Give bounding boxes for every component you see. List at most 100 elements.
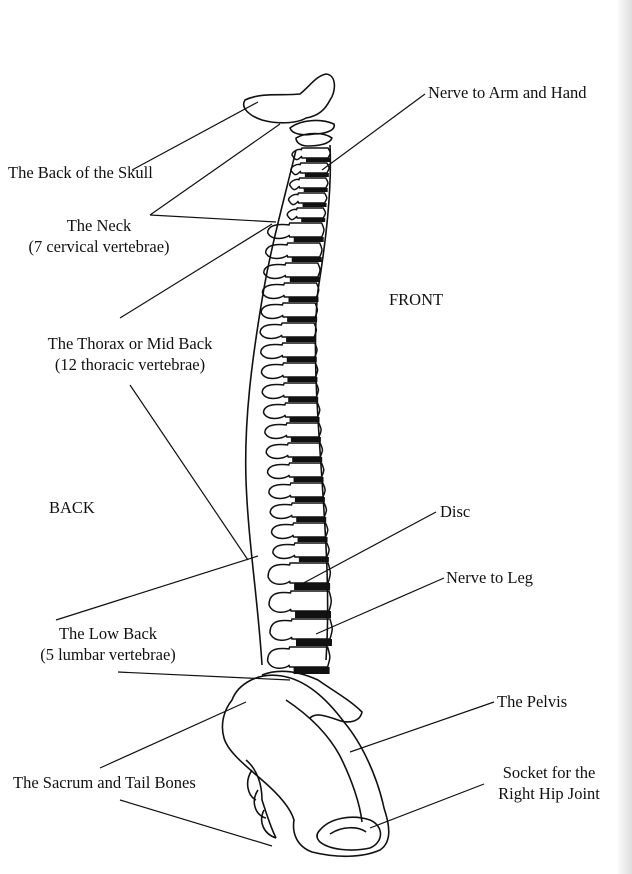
pelvis-inner xyxy=(286,700,362,822)
leader-socket xyxy=(370,784,484,828)
intervertebral-disc xyxy=(292,257,322,262)
label-disc: Disc xyxy=(440,501,470,522)
label-sacrum: The Sacrum and Tail Bones xyxy=(13,772,196,793)
vertebra-body xyxy=(285,423,322,437)
vertebra-process xyxy=(268,649,290,669)
vertebra-body xyxy=(289,591,332,611)
intervertebral-disc xyxy=(294,477,324,482)
intervertebral-disc xyxy=(286,337,316,342)
intervertebral-disc xyxy=(287,377,317,382)
vertebra-body xyxy=(287,223,324,237)
hip-socket-inner xyxy=(330,828,366,834)
label-neck: The Neck (7 cervical vertebrae) xyxy=(8,215,190,257)
label-neck-title: The Neck xyxy=(8,215,190,236)
vertebra-process xyxy=(266,444,288,458)
leader-neck-a xyxy=(150,124,280,215)
vertebra-body xyxy=(287,463,324,477)
vertebra-process xyxy=(289,194,299,204)
label-socket-line1: Socket for the xyxy=(484,762,614,783)
leader-nerve-arm xyxy=(322,94,425,170)
vertebrae-group xyxy=(260,148,332,668)
vertebra-body xyxy=(280,323,317,337)
vertebra-body xyxy=(281,343,318,357)
vertebra-process xyxy=(260,324,282,338)
label-socket: Socket for the Right Hip Joint xyxy=(484,762,614,804)
vertebra-process xyxy=(270,621,292,641)
intervertebral-disc xyxy=(303,203,327,207)
vertebra-body xyxy=(300,148,331,158)
intervertebral-disc xyxy=(290,417,320,422)
skull-base xyxy=(244,74,335,123)
label-thorax-title: The Thorax or Mid Back xyxy=(8,333,252,354)
leader-skull xyxy=(132,102,258,170)
label-lowback-title: The Low Back xyxy=(8,623,208,644)
spine-illustration xyxy=(244,74,335,146)
vertebra-body xyxy=(297,178,328,188)
label-back: BACK xyxy=(49,497,95,518)
intervertebral-disc xyxy=(304,188,328,192)
label-neck-sub: (7 cervical vertebrae) xyxy=(8,236,190,257)
axis xyxy=(296,134,332,147)
vertebra-process xyxy=(270,504,292,518)
label-socket-line2: Right Hip Joint xyxy=(484,783,614,804)
vertebra-process xyxy=(268,464,290,478)
intervertebral-disc xyxy=(292,457,322,462)
vertebra-process xyxy=(262,284,284,298)
vertebra-process xyxy=(261,304,283,318)
vertebra-body xyxy=(290,503,327,517)
vertebra-process xyxy=(261,364,283,378)
label-skull: The Back of the Skull xyxy=(8,162,153,183)
intervertebral-disc xyxy=(290,277,320,282)
leader-pelvis xyxy=(350,702,494,752)
vertebra-body xyxy=(286,443,323,457)
vertebra-body xyxy=(289,483,326,497)
vertebra-body xyxy=(285,243,322,257)
label-nerve-leg: Nerve to Leg xyxy=(446,567,533,588)
intervertebral-disc xyxy=(287,357,317,362)
vertebra-process xyxy=(268,224,290,238)
intervertebral-disc xyxy=(295,611,331,618)
hip-socket xyxy=(317,817,381,850)
vertebra-process xyxy=(265,424,287,438)
tail-bones xyxy=(246,760,276,838)
vertebra-process xyxy=(261,344,283,358)
vertebra-body xyxy=(287,647,330,667)
label-pelvis: The Pelvis xyxy=(497,691,567,712)
vertebra-body xyxy=(293,543,330,557)
leader-lowback-a xyxy=(56,556,258,620)
vertebra-body xyxy=(284,263,321,277)
intervertebral-disc xyxy=(294,583,330,590)
label-nerve-arm: Nerve to Arm and Hand xyxy=(428,82,587,103)
vertebra-process xyxy=(287,209,297,219)
vertebra-body xyxy=(290,619,333,639)
intervertebral-disc xyxy=(288,397,318,402)
intervertebral-disc xyxy=(298,537,328,542)
vertebra-process xyxy=(273,544,295,558)
leader-nerve-leg xyxy=(316,578,444,634)
pelvis-outline xyxy=(222,675,388,856)
vertebra-body xyxy=(295,208,326,218)
intervertebral-disc xyxy=(299,557,329,562)
label-thorax: The Thorax or Mid Back (12 thoracic vert… xyxy=(8,333,252,375)
intervertebral-disc xyxy=(295,497,325,502)
intervertebral-disc xyxy=(301,218,325,222)
atlas xyxy=(290,121,334,135)
label-lowback: The Low Back (5 lumbar vertebrae) xyxy=(8,623,208,665)
intervertebral-disc xyxy=(306,158,330,162)
leader-sacrum-a xyxy=(100,702,246,768)
vertebra-process xyxy=(290,179,300,189)
vertebra-body xyxy=(296,193,327,203)
label-thorax-sub: (12 thoracic vertebrae) xyxy=(8,354,252,375)
label-lowback-sub: (5 lumbar vertebrae) xyxy=(8,644,208,665)
label-front: FRONT xyxy=(389,289,443,310)
vertebra-process xyxy=(269,593,291,613)
leader-sacrum-b xyxy=(120,800,272,846)
intervertebral-disc xyxy=(291,437,321,442)
vertebra-process xyxy=(266,244,288,258)
vertebra-body xyxy=(291,523,328,537)
vertebra-body xyxy=(281,303,318,317)
vertebra-body xyxy=(282,283,319,297)
vertebra-body xyxy=(282,383,319,397)
vertebra-body xyxy=(281,363,318,377)
